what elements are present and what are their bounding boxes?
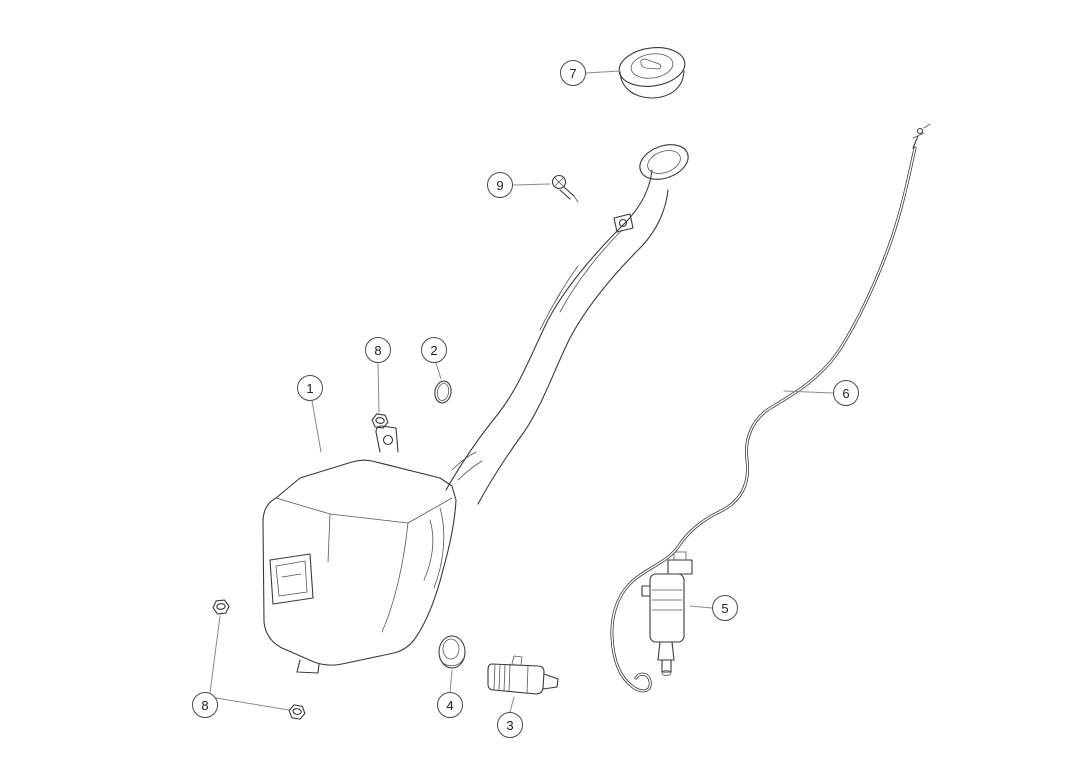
nut-drawing [287,703,307,721]
callout-6[interactable]: 6 [833,380,859,406]
callout-7[interactable]: 7 [560,60,586,86]
callout-9[interactable]: 9 [487,172,513,198]
callout-4[interactable]: 4 [437,692,463,718]
callout-5-label: 5 [721,600,729,616]
callout-2-label: 2 [430,342,438,358]
grommet-drawing [438,635,466,669]
washer-reservoir-drawing [262,425,457,674]
callout-8-top-label: 8 [374,342,382,358]
callout-3-label: 3 [506,717,514,733]
callout-8-top[interactable]: 8 [365,337,391,363]
callout-7-label: 7 [569,65,577,81]
callout-1-label: 1 [306,380,314,396]
sensor-drawing [487,655,559,695]
callout-3[interactable]: 3 [497,712,523,738]
oring-drawing [434,380,452,404]
washer-pump-drawing [641,551,693,676]
hose-drawing [610,123,931,693]
callout-1[interactable]: 1 [297,375,323,401]
filler-cap-drawing [618,47,686,99]
callout-8-bottom[interactable]: 8 [192,692,218,718]
callout-8-bottom-label: 8 [201,697,209,713]
callout-9-label: 9 [496,177,504,193]
nut-drawing [211,599,231,615]
callout-4-label: 4 [446,697,454,713]
callout-6-label: 6 [842,385,850,401]
screw-drawing [551,174,579,203]
filler-tube-drawing [445,144,689,505]
leader-lines [209,70,834,713]
callout-5[interactable]: 5 [712,595,738,621]
callout-2[interactable]: 2 [421,337,447,363]
